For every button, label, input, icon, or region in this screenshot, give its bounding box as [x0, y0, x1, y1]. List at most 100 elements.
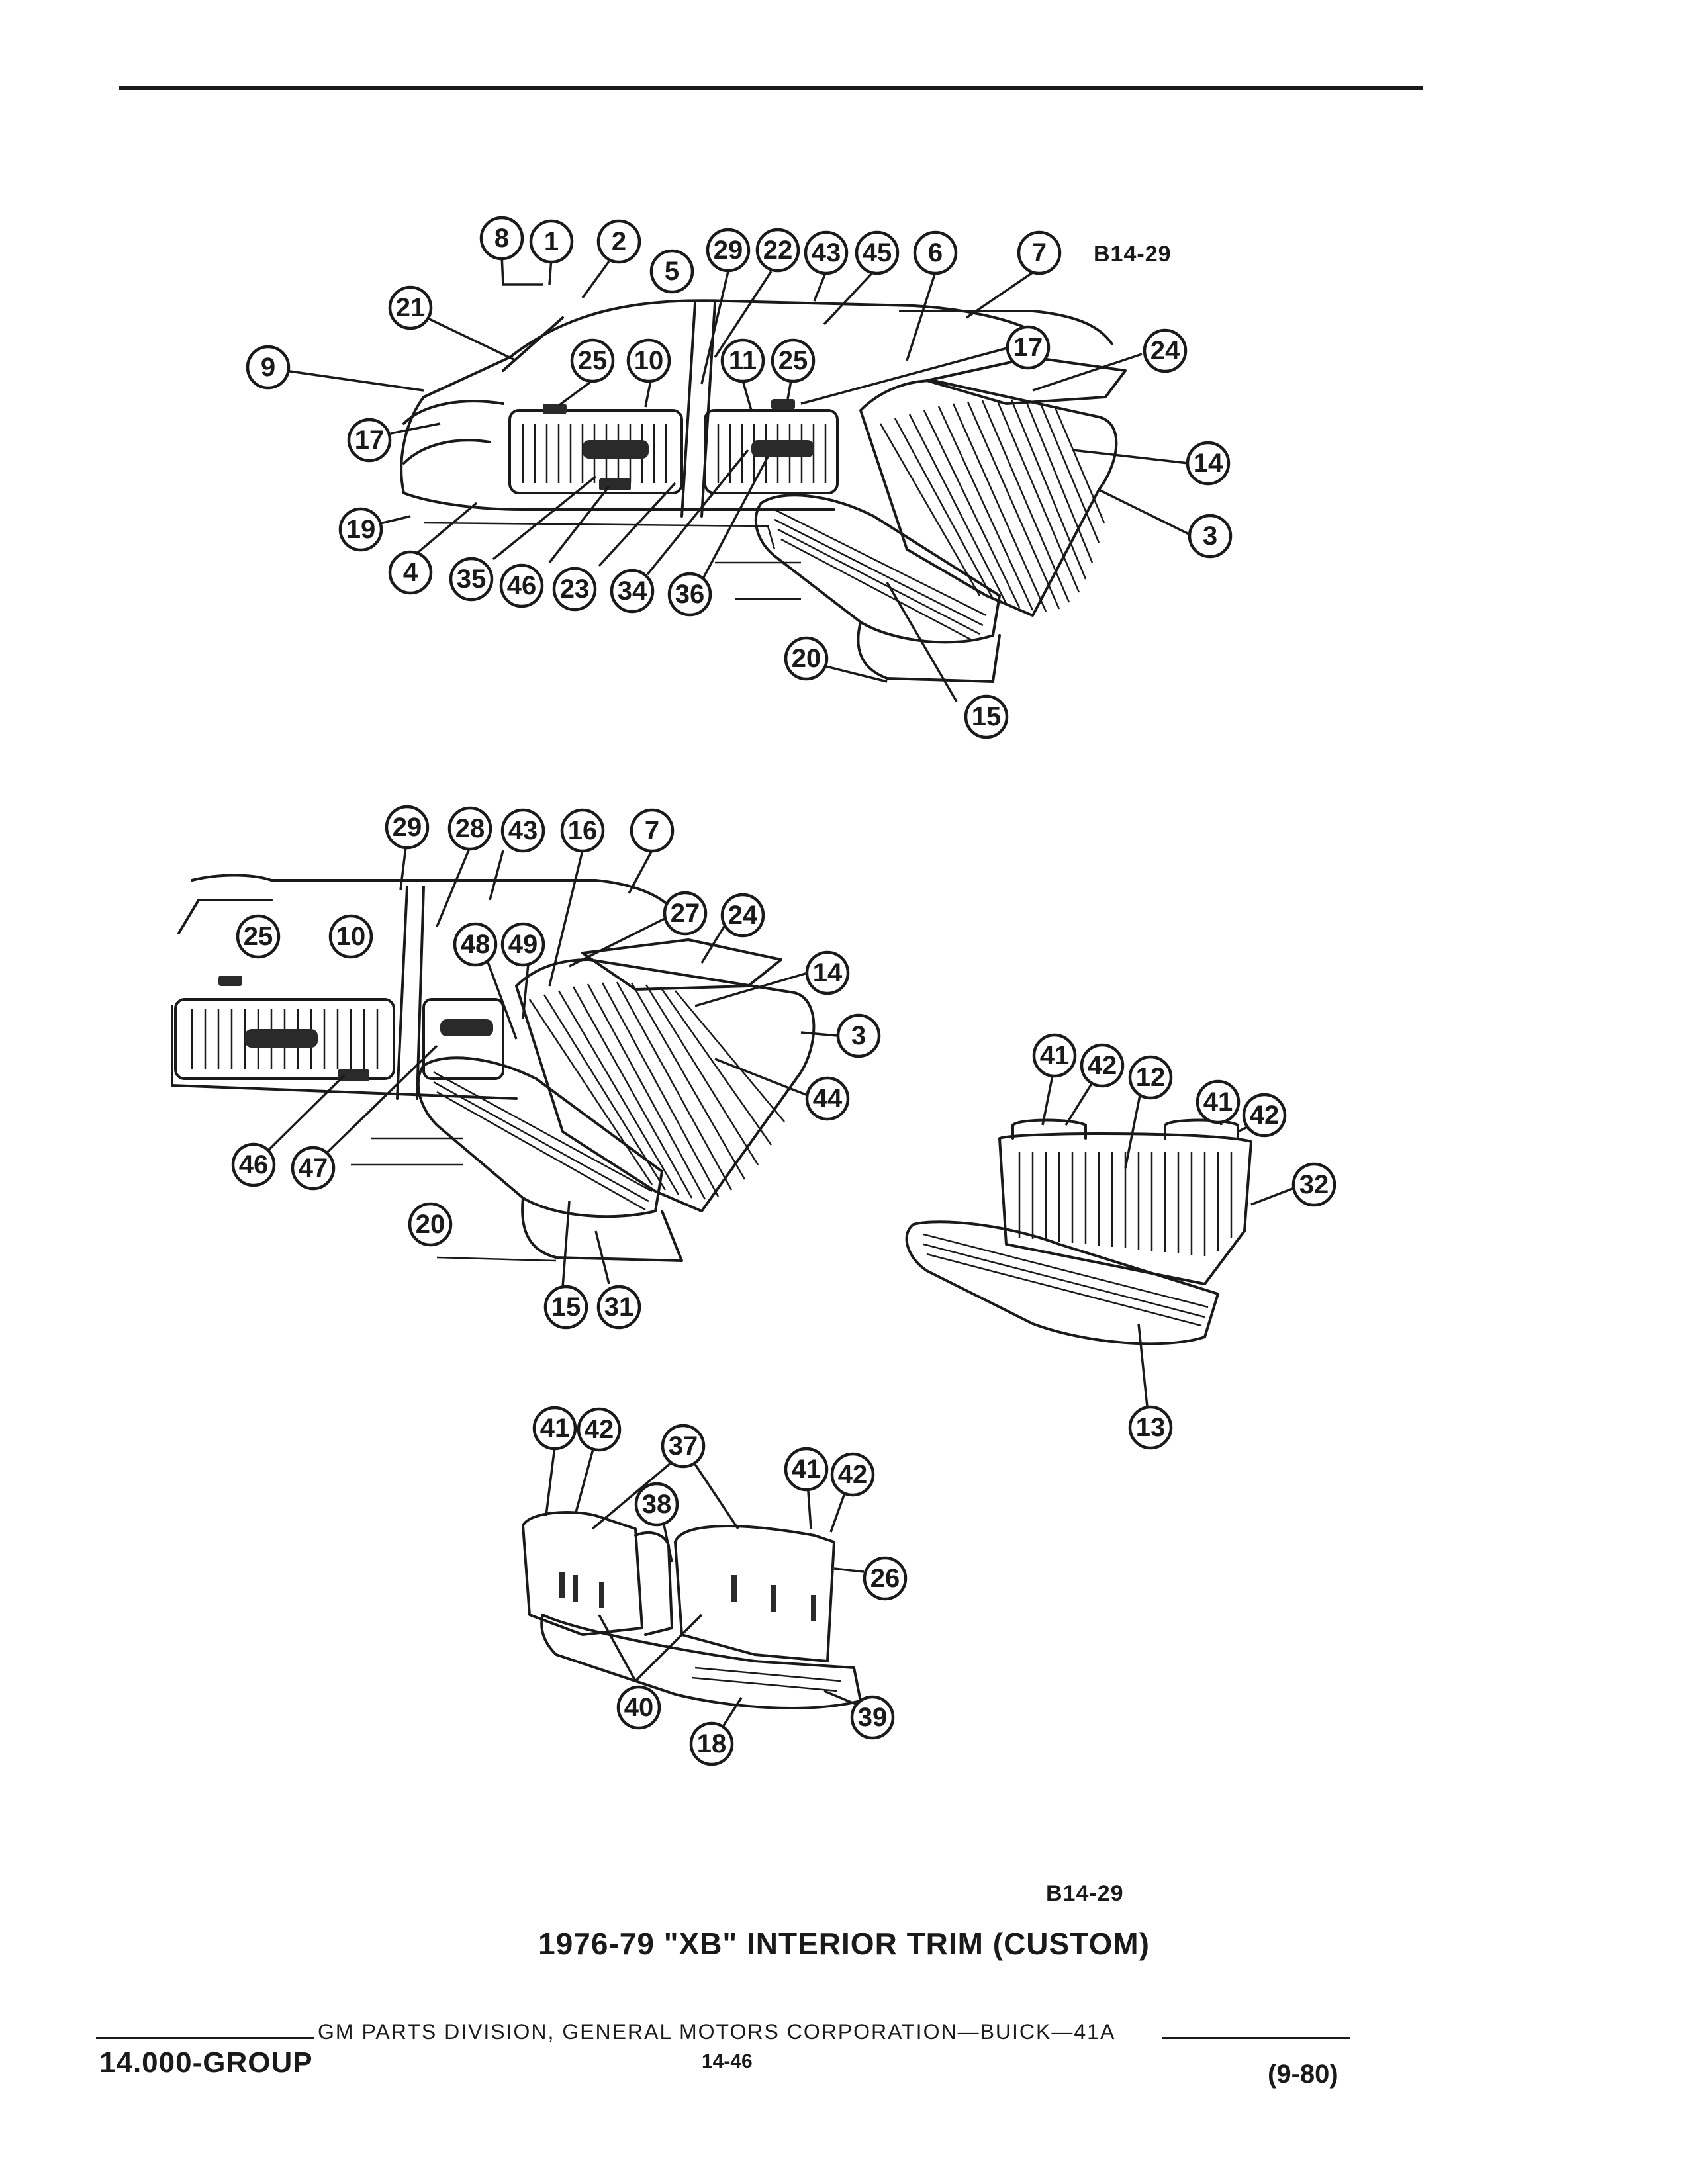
footer-date: (9-80)	[1268, 2060, 1338, 2089]
svg-text:18: 18	[697, 1729, 727, 1758]
callout: 42	[830, 1452, 875, 1497]
svg-text:41: 41	[1203, 1087, 1233, 1116]
svg-text:10: 10	[634, 346, 664, 375]
footer-rule-left	[96, 2037, 314, 2039]
svg-text:8: 8	[494, 224, 509, 253]
split-bench-seat-illustration	[522, 1511, 862, 1709]
callout: 12	[1128, 1055, 1173, 1100]
svg-text:6: 6	[928, 238, 943, 267]
callouts-middle-view: 29 28 43 16 7 25 10 27 24 48 49 14 3 44 …	[231, 805, 881, 1330]
figure-code-top: B14-29	[1094, 242, 1172, 267]
svg-text:15: 15	[551, 1293, 581, 1322]
callout: 46	[499, 563, 544, 608]
callout: 42	[1080, 1043, 1125, 1088]
callouts-top-view: 8 1 2 5 29 22 43 45 6 7 21 9 25 10 11 25…	[246, 216, 1233, 739]
svg-text:15: 15	[972, 702, 1002, 731]
svg-text:43: 43	[508, 816, 538, 845]
callout: 40	[616, 1685, 661, 1730]
top-view-illustration	[400, 299, 1127, 683]
svg-text:9: 9	[261, 353, 275, 382]
callout: 25	[570, 338, 615, 383]
callout: 23	[552, 567, 597, 612]
callout: 13	[1128, 1405, 1173, 1450]
callout: 45	[855, 230, 900, 275]
callout: 10	[626, 338, 671, 383]
svg-text:25: 25	[778, 346, 808, 375]
callout: 41	[1196, 1079, 1241, 1124]
callout: 17	[1006, 325, 1051, 370]
callout: 7	[630, 808, 675, 853]
svg-text:35: 35	[457, 565, 487, 594]
svg-text:7: 7	[645, 816, 659, 845]
callout: 49	[500, 922, 545, 967]
callout: 36	[667, 572, 712, 617]
callout: 47	[291, 1146, 336, 1191]
svg-text:26: 26	[870, 1564, 900, 1593]
svg-text:25: 25	[578, 346, 608, 375]
svg-text:23: 23	[560, 574, 590, 604]
svg-text:14: 14	[1194, 449, 1223, 478]
callout: 28	[447, 806, 492, 851]
svg-text:24: 24	[728, 901, 758, 930]
callout: 42	[1242, 1093, 1287, 1138]
svg-text:31: 31	[604, 1293, 634, 1322]
callout: 14	[1186, 441, 1231, 486]
top-rule	[119, 86, 1423, 90]
front-bench-seat-illustration	[905, 1118, 1252, 1345]
callout: 41	[532, 1406, 577, 1451]
callout: 11	[720, 338, 765, 383]
svg-text:46: 46	[239, 1150, 269, 1179]
callout: 39	[850, 1695, 895, 1740]
svg-text:37: 37	[669, 1432, 698, 1461]
callout: 37	[661, 1424, 706, 1469]
svg-text:42: 42	[1250, 1101, 1280, 1130]
callout: 26	[863, 1556, 908, 1601]
svg-text:28: 28	[455, 814, 485, 843]
callouts-bottom-seat: 41 42 37 41 42 38 26 40 18 39	[532, 1406, 908, 1766]
callout: 27	[663, 891, 708, 936]
svg-text:2: 2	[612, 227, 626, 256]
svg-text:42: 42	[1088, 1051, 1117, 1080]
callout: 35	[449, 557, 494, 602]
svg-text:42: 42	[585, 1415, 614, 1444]
callout: 43	[500, 808, 545, 853]
svg-text:1: 1	[544, 227, 559, 256]
svg-text:17: 17	[355, 426, 385, 455]
svg-text:29: 29	[393, 813, 422, 842]
callout: 16	[560, 808, 605, 853]
svg-text:47: 47	[299, 1154, 328, 1183]
callout: 19	[338, 507, 383, 552]
svg-text:22: 22	[763, 236, 793, 265]
callout: 20	[784, 636, 829, 681]
callout: 25	[771, 338, 816, 383]
callout: 18	[689, 1721, 734, 1766]
callout: 9	[246, 345, 291, 390]
footer-rule-right	[1162, 2037, 1350, 2039]
callout: 7	[1017, 230, 1062, 275]
callout: 22	[755, 228, 800, 273]
callout: 43	[804, 230, 849, 275]
svg-text:27: 27	[671, 899, 700, 928]
svg-text:32: 32	[1299, 1170, 1329, 1199]
callout: 1	[529, 219, 574, 264]
svg-text:40: 40	[624, 1693, 654, 1722]
svg-text:24: 24	[1150, 336, 1180, 365]
svg-text:41: 41	[540, 1414, 570, 1443]
callout: 38	[634, 1482, 679, 1527]
callouts-right-seat: 41 42 12 41 42 32 13	[1032, 1033, 1336, 1450]
svg-text:20: 20	[416, 1210, 445, 1239]
svg-text:13: 13	[1136, 1413, 1166, 1442]
svg-text:3: 3	[851, 1021, 866, 1050]
callout: 2	[596, 219, 641, 264]
svg-text:36: 36	[675, 580, 705, 609]
svg-text:41: 41	[1040, 1041, 1070, 1070]
svg-text:21: 21	[396, 293, 426, 322]
callout: 25	[236, 914, 281, 959]
svg-text:19: 19	[346, 515, 376, 544]
svg-text:3: 3	[1203, 522, 1217, 551]
svg-text:7: 7	[1032, 238, 1047, 267]
callout: 24	[1143, 328, 1188, 373]
callout: 3	[836, 1013, 881, 1058]
